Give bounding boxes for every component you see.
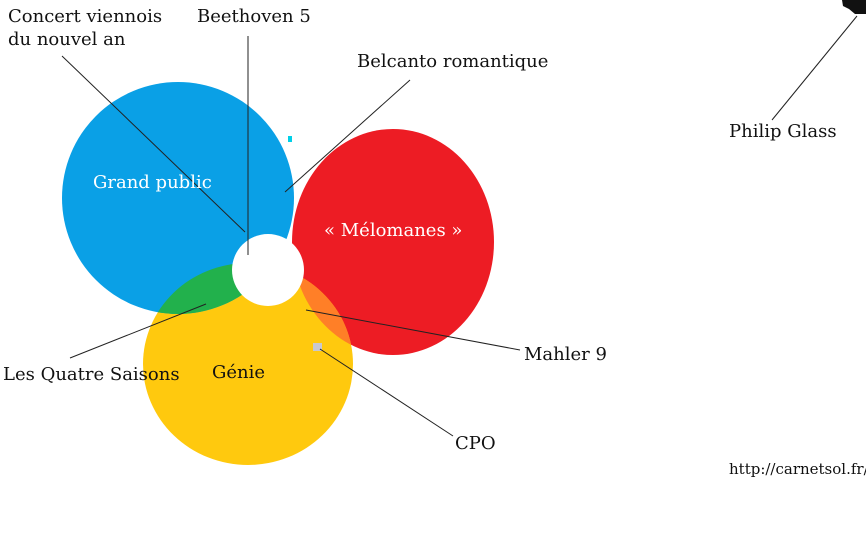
center-hole (232, 234, 304, 306)
leader-belcanto (284, 79, 411, 193)
beethoven-label: Beethoven 5 (197, 6, 311, 27)
belcanto-label: Belcanto romantique (357, 51, 548, 72)
cpo-marker (313, 343, 322, 351)
melomanes-set (292, 129, 494, 355)
cyan-marker (288, 136, 292, 142)
genie-label: Génie (212, 362, 265, 383)
leader-cpo (319, 348, 454, 437)
concert-label-line2: du nouvel an (8, 29, 126, 50)
cpo-label: CPO (455, 433, 496, 454)
genie-set (143, 263, 353, 465)
melomanes-label: « Mélomanes » (324, 220, 462, 241)
leader-quatre-saisons (69, 303, 207, 359)
source-url: http://carnetsol.fr/ (729, 460, 866, 478)
philip-glass-label: Philip Glass (729, 121, 837, 142)
leader-mahler (305, 309, 521, 351)
philip-glass-marker (842, 0, 866, 14)
leader-concert (61, 55, 246, 233)
grand-public-label: Grand public (93, 172, 212, 193)
leader-philip-glass (771, 15, 858, 121)
mahler-label: Mahler 9 (524, 344, 607, 365)
concert-label-line1: Concert viennois (8, 6, 162, 27)
quatre-saisons-label: Les Quatre Saisons (3, 364, 180, 385)
